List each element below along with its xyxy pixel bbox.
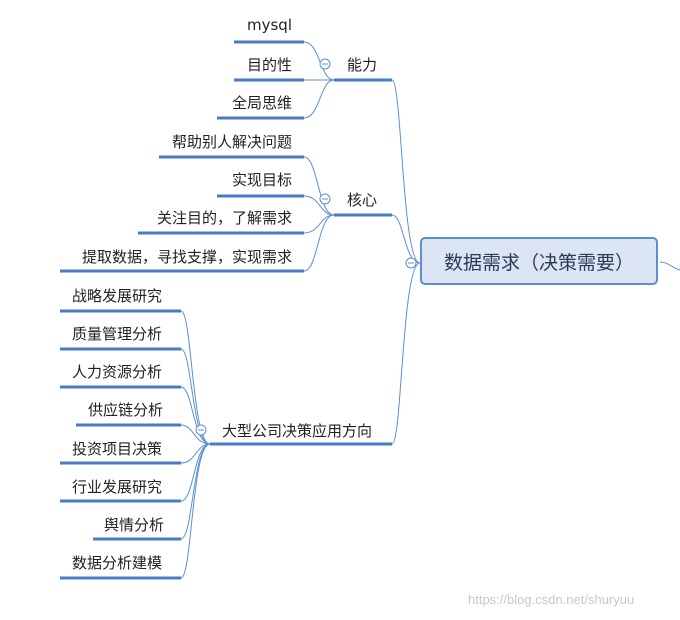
connector-hexin-child-4 <box>303 214 335 272</box>
collapse-icon-central[interactable] <box>405 257 417 269</box>
leaf-dadang-7[interactable]: 舆情分析 <box>104 516 165 534</box>
connector-nengli-child-1 <box>303 41 335 81</box>
branch-label-nengli[interactable]: 能力 <box>347 56 378 74</box>
leaf-dadang-8[interactable]: 数据分析建模 <box>72 554 163 572</box>
collapse-icon-hexin[interactable] <box>319 193 331 205</box>
connector-central-to-hexin <box>391 214 421 264</box>
connector-dadang-child-3 <box>180 386 211 445</box>
leaf-hexin-4[interactable]: 提取数据，寻找支撑，实现需求 <box>81 248 292 266</box>
connector-hexin-child-2 <box>303 195 335 216</box>
connector-central-to-nengli <box>391 79 421 264</box>
leaf-hexin-3[interactable]: 关注目的，了解需求 <box>156 209 292 227</box>
central-topic[interactable]: 数据需求（决策需要） <box>420 237 658 285</box>
connector-dadang-child-8 <box>180 443 211 579</box>
connector-dadang-child-4 <box>180 424 211 445</box>
leaf-hexin-2[interactable]: 实现目标 <box>231 171 292 189</box>
connector-hexin-child-3 <box>303 214 335 234</box>
watermark: https://blog.csdn.net/shuryuu <box>468 592 635 607</box>
leaf-dadang-3[interactable]: 人力资源分析 <box>72 363 163 381</box>
leaf-dadang-1[interactable]: 战略发展研究 <box>72 287 163 305</box>
leaf-nengli-3[interactable]: 全局思维 <box>231 94 292 112</box>
leaf-dadang-5[interactable]: 投资项目决策 <box>72 440 163 458</box>
leaf-hexin-1[interactable]: 帮助别人解决问题 <box>171 133 292 151</box>
leaf-dadang-4[interactable]: 供应链分析 <box>88 401 164 419</box>
connector-dadang-child-1 <box>180 310 211 445</box>
leaf-nengli-1[interactable]: mysql <box>247 16 292 34</box>
collapse-icon-dadang[interactable] <box>195 424 207 436</box>
connector-central-right-stub <box>659 261 680 271</box>
connector-dadang-child-2 <box>180 348 211 445</box>
connector-hexin-child-1 <box>303 156 335 216</box>
connector-nengli-child-3 <box>303 79 335 119</box>
leaf-nengli-2[interactable]: 目的性 <box>246 56 292 74</box>
branch-label-dadang[interactable]: 大型公司决策应用方向 <box>222 422 373 440</box>
leaf-dadang-6[interactable]: 行业发展研究 <box>72 478 163 496</box>
connector-dadang-child-6 <box>180 443 211 502</box>
branch-label-hexin[interactable]: 核心 <box>347 191 378 209</box>
connector-central-to-dadang <box>391 262 421 445</box>
collapse-icon-nengli[interactable] <box>319 58 331 70</box>
leaf-dadang-2[interactable]: 质量管理分析 <box>72 325 163 343</box>
